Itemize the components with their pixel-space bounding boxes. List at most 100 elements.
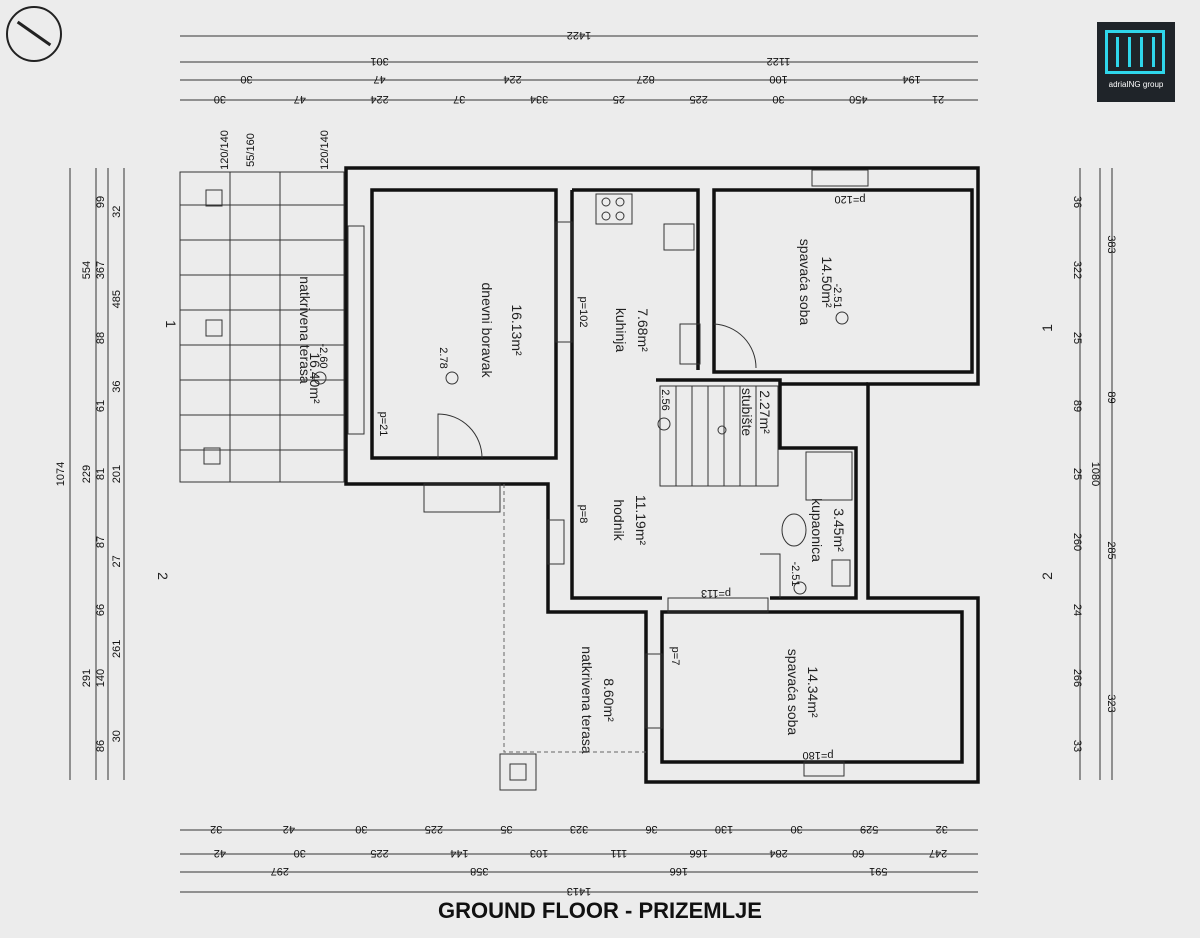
- dim-top4-9: 21: [932, 93, 944, 105]
- dim-right3-7: 266: [1071, 669, 1083, 687]
- doors: [347, 169, 869, 777]
- opening-label-9: 120/140: [319, 130, 331, 170]
- dim-bottom1-9: 529: [860, 823, 878, 835]
- dim-top3-5: 194: [902, 73, 920, 85]
- dim-right3-6: 24: [1071, 604, 1083, 616]
- dim-left3-6: 66: [95, 604, 107, 616]
- dim-left1-0: 1074: [55, 462, 67, 486]
- opening-label-8: 55/160: [245, 133, 257, 167]
- dim-top3-1: 47: [373, 73, 385, 85]
- dim-top2-1: 1122: [767, 55, 791, 67]
- dim-right2-1: 89: [1105, 391, 1117, 403]
- dim-top4-7: 30: [772, 93, 784, 105]
- opening-label-3: p=8: [577, 505, 589, 524]
- dim-left2-0: 554: [81, 261, 93, 279]
- company-logo: adriaING group: [1097, 22, 1175, 102]
- dim-left3-0: 99: [95, 196, 107, 208]
- level-bath: -2.51: [789, 561, 801, 586]
- opening-label-1: p=102: [577, 297, 589, 328]
- room-area-bedroom1: 14.50m²: [819, 256, 835, 308]
- room-area-stairs: 2.27m²: [757, 390, 773, 434]
- dim-top3-3: 827: [636, 73, 654, 85]
- dim-right3-8: 33: [1071, 740, 1083, 752]
- room-name-bedroom2: spavaća soba: [785, 649, 801, 736]
- level-bedroom1: -2.51: [831, 283, 843, 308]
- dim-bottom3-1: 358: [470, 865, 488, 877]
- dim-bottom3-3: 591: [869, 865, 887, 877]
- dim-left2-1: 229: [81, 465, 93, 483]
- dim-bottom2-4: 103: [530, 847, 548, 859]
- opening-label-2: p=120: [835, 193, 866, 205]
- dim-bottom2-8: 60: [852, 847, 864, 859]
- dim-top4-4: 334: [530, 93, 548, 105]
- dim-left3-7: 140: [95, 669, 107, 687]
- level-stairs: 2.56: [659, 389, 671, 410]
- room-name-terrace1: natkrivena terasa: [297, 276, 313, 384]
- dim-top2-0: 301: [370, 55, 388, 67]
- dim-bottom1-3: 225: [425, 823, 443, 835]
- dim-right2-3: 323: [1105, 694, 1117, 712]
- north-arrow-icon: [6, 6, 62, 62]
- dim-bottom1-5: 323: [570, 823, 588, 835]
- section-mark-3: 2: [1039, 572, 1055, 580]
- dim-top1-0: 1422: [567, 29, 591, 41]
- dim-bottom1-4: 35: [500, 823, 512, 835]
- dim-bottom2-7: 284: [769, 847, 787, 859]
- room-name-stairs: stubište: [739, 388, 755, 436]
- dim-top4-8: 450: [849, 93, 867, 105]
- logo-mark-icon: [1105, 30, 1165, 74]
- room-area-living: 16.13m²: [509, 304, 525, 356]
- level-living: 2.78: [437, 347, 449, 368]
- dim-right3-1: 322: [1071, 261, 1083, 279]
- dim-left3-2: 88: [95, 332, 107, 344]
- dim-bottom1-0: 32: [210, 823, 222, 835]
- dim-left2-2: 291: [81, 669, 93, 687]
- room-name-hall: hodnik: [611, 499, 627, 541]
- dim-right2-2: 285: [1105, 541, 1117, 559]
- room-area-bath: 3.45m²: [831, 508, 847, 552]
- dim-bottom4-0: 1413: [567, 885, 591, 897]
- dim-bottom2-9: 247: [929, 847, 947, 859]
- dim-top4-5: 25: [613, 93, 625, 105]
- dim-left4-4: 27: [111, 555, 123, 567]
- dim-right3-0: 36: [1071, 196, 1083, 208]
- stairs: [659, 385, 779, 487]
- dim-top4-3: 37: [453, 93, 465, 105]
- dim-top4-1: 47: [294, 93, 306, 105]
- dim-bottom3-0: 297: [271, 865, 289, 877]
- dim-left4-1: 485: [111, 290, 123, 308]
- dim-left3-5: 87: [95, 536, 107, 548]
- opening-label-6: p=180: [803, 749, 834, 761]
- walls: [344, 166, 980, 784]
- dim-bottom1-2: 30: [355, 823, 367, 835]
- dim-left4-6: 30: [111, 730, 123, 742]
- dim-left3-3: 61: [95, 400, 107, 412]
- opening-label-4: p=113: [701, 587, 731, 599]
- terrace-grid: [179, 171, 646, 791]
- dim-left4-0: 32: [111, 206, 123, 218]
- room-area-hall: 11.19m²: [633, 495, 649, 546]
- dim-left4-2: 36: [111, 380, 123, 392]
- dimension-lines: [69, 35, 1113, 893]
- dim-bottom1-8: 30: [791, 823, 803, 835]
- kitchen-fixtures: [595, 193, 757, 369]
- opening-label-5: p=7: [669, 647, 681, 666]
- dim-top4-2: 224: [370, 93, 388, 105]
- dim-top3-4: 100: [769, 73, 787, 85]
- dim-bottom2-1: 30: [294, 847, 306, 859]
- dim-bottom2-3: 144: [450, 847, 468, 859]
- dim-top4-6: 225: [690, 93, 708, 105]
- room-name-kitchen: kuhinja: [613, 308, 629, 353]
- level-terrace1: -2.60: [317, 343, 329, 368]
- dim-bottom2-0: 42: [214, 847, 226, 859]
- section-mark-2: 2: [155, 572, 171, 580]
- room-area-terrace2: 8.60m²: [601, 678, 617, 722]
- dim-bottom3-2: 166: [670, 865, 688, 877]
- dim-top3-2: 224: [503, 73, 521, 85]
- dim-bottom2-6: 166: [690, 847, 708, 859]
